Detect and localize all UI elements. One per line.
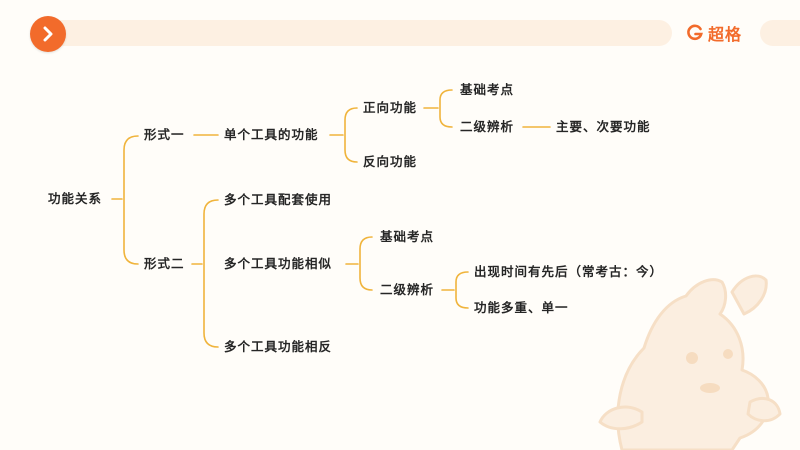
node-tools-matching: 多个工具配套使用 — [224, 192, 333, 207]
brand-name: 超格 — [708, 25, 743, 44]
node-similar-analysis: 二级辨析 — [380, 282, 435, 297]
node-similar-basics: 基础考点 — [380, 229, 435, 244]
node-forward-basics: 基础考点 — [460, 82, 515, 97]
node-form2: 形式二 — [144, 256, 185, 271]
node-reverse-function: 反向功能 — [363, 154, 418, 169]
node-root: 功能关系 — [48, 191, 103, 206]
title-bar-end — [760, 20, 800, 46]
node-forward-analysis: 二级辨析 — [460, 119, 515, 134]
brand-g-icon — [687, 24, 703, 41]
pony-mascot-icon — [598, 274, 782, 450]
node-primary-secondary: 主要、次要功能 — [556, 119, 651, 134]
node-form1: 形式一 — [144, 127, 185, 142]
brand-logo: 超格 — [686, 21, 742, 45]
node-tools-opposite: 多个工具功能相反 — [224, 339, 333, 354]
top-bar: 超格 — [0, 16, 800, 52]
node-time-order: 出现时间有先后（常考古：今） — [474, 264, 664, 279]
chevron-right-icon — [43, 26, 53, 42]
node-single-tool-function: 单个工具的功能 — [224, 127, 319, 142]
title-bar — [42, 20, 672, 46]
next-button[interactable] — [30, 16, 66, 52]
node-forward-function: 正向功能 — [363, 100, 418, 115]
node-multi-single: 功能多重、单一 — [474, 300, 569, 315]
node-tools-similar: 多个工具功能相似 — [224, 256, 333, 271]
